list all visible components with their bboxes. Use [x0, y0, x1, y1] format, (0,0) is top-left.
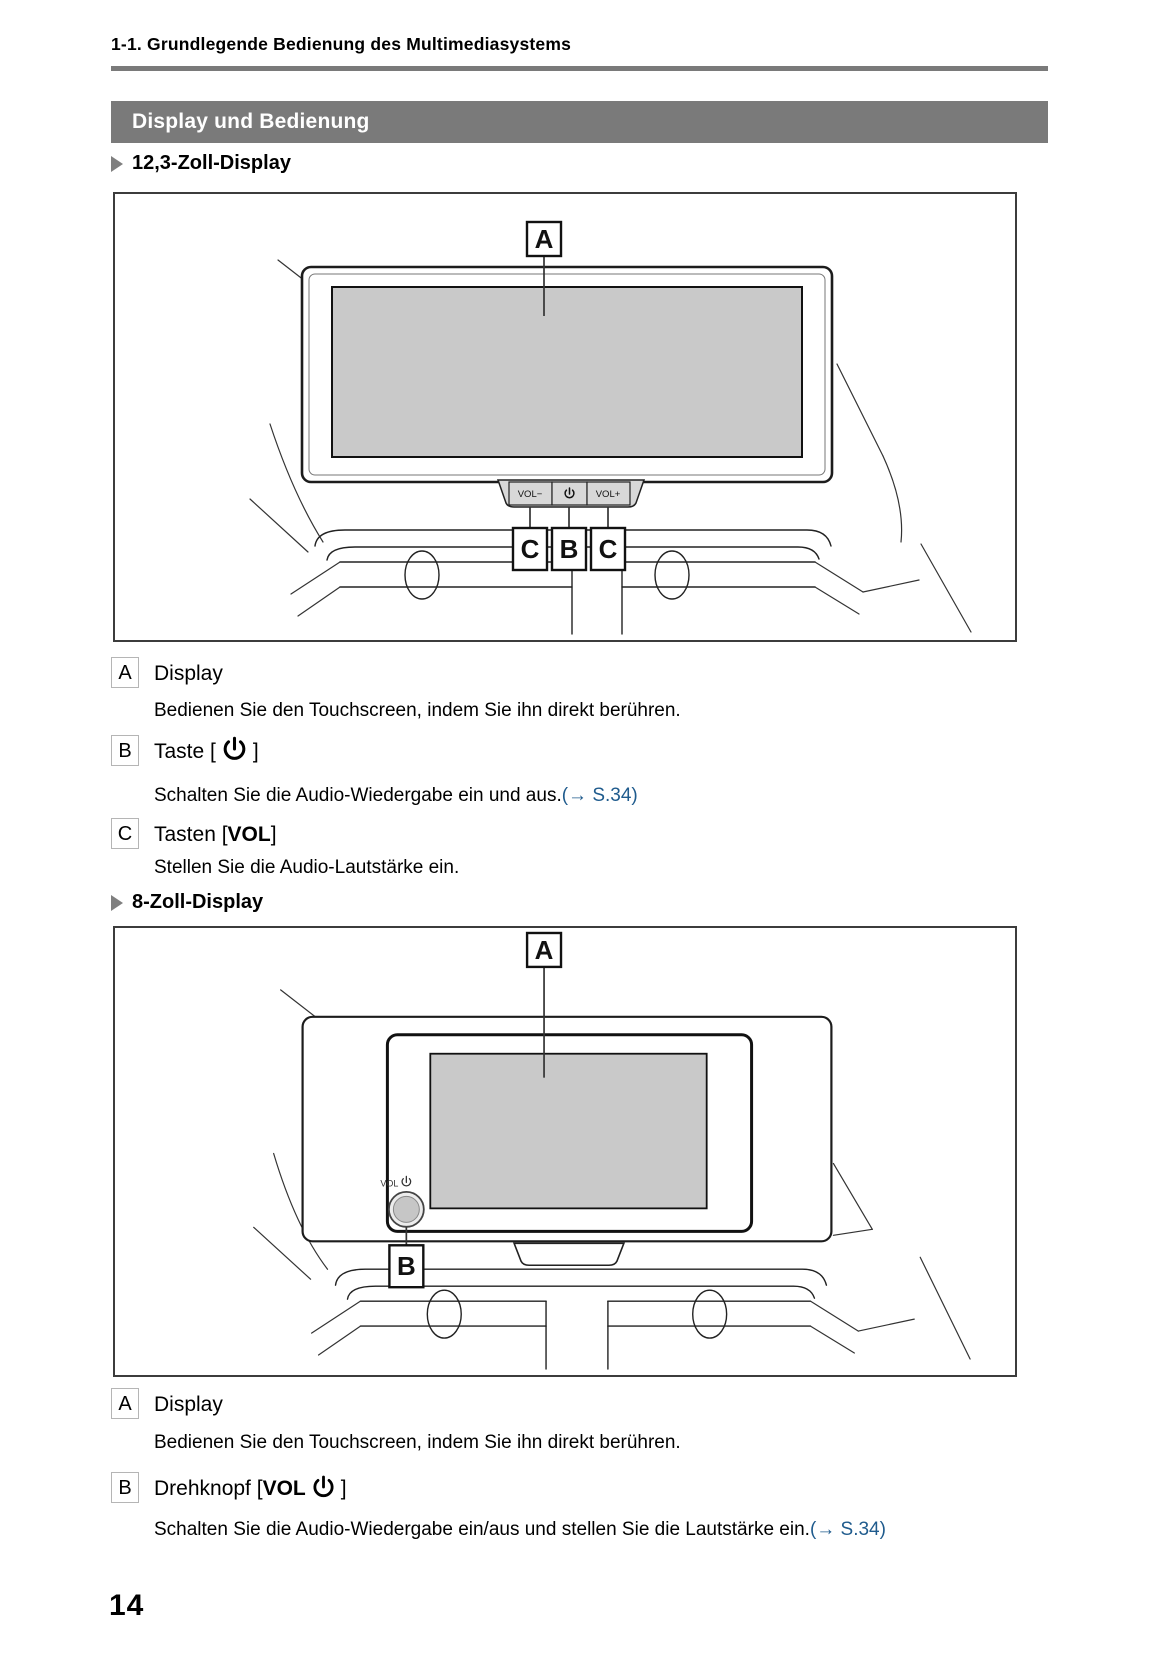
figure-8-inch-display: VOL A B: [113, 926, 1017, 1377]
heading-8-zoll-display: 8-Zoll-Display: [111, 891, 263, 914]
page-reference-link[interactable]: (→ S.34): [809, 1519, 886, 1540]
power-icon: [564, 487, 575, 499]
callout-b-letter: B: [560, 534, 579, 564]
callout-a-letter: A: [535, 224, 554, 254]
key-badge-b: B: [111, 735, 139, 766]
breadcrumb: 1-1. Grundlegende Bedienung des Multimed…: [111, 34, 572, 54]
triangle-bullet-icon: [111, 894, 123, 911]
display-bezel-inner-line: [308, 273, 826, 476]
callout-c-left-letter: C: [521, 534, 540, 564]
dashboard-diagram-12-3: VOL− VOL+ A C B C: [249, 220, 972, 635]
dashboard-vent-oval-right: [692, 1289, 728, 1339]
item-desc-display: Bedienen Sie den Touchscreen, indem Sie …: [154, 700, 681, 721]
figure-12-3-inch-display: VOL− VOL+ A C B C: [113, 192, 1017, 642]
section-banner: Display und Bedienung: [111, 101, 1048, 143]
heading-12-3-zoll-display: 12,3-Zoll-Display: [111, 152, 291, 175]
item-title-power-button: Taste []: [154, 735, 259, 768]
item-desc-volume-buttons: Stellen Sie die Audio-Lautstärke ein.: [154, 857, 460, 878]
page-reference-link[interactable]: (→ S.34): [561, 785, 638, 806]
knob-vol-label: VOL: [380, 1178, 398, 1188]
power-icon: [401, 1175, 412, 1187]
callout-c-left-box: [511, 526, 549, 572]
item-title-rotary-knob: Drehknopf [VOL]: [154, 1475, 347, 1500]
item-title-display: Display: [154, 662, 223, 685]
triangle-bullet-icon: [111, 155, 123, 172]
volume-power-knob-cap[interactable]: [392, 1195, 420, 1223]
legend-item-volume-buttons: C Tasten [VOL]: [111, 818, 277, 851]
legend-item-display: A Display: [111, 1388, 223, 1421]
callout-b-box: [388, 1244, 425, 1289]
power-icon: [313, 1475, 334, 1498]
callout-c-right-box: [589, 526, 627, 572]
callout-a-box: [525, 931, 563, 969]
key-badge-c: C: [111, 818, 139, 849]
callout-c-right-letter: C: [599, 534, 618, 564]
item-desc-power-button: Schalten Sie die Audio-Wiedergabe ein un…: [154, 785, 638, 806]
section-banner-title: Display und Bedienung: [132, 110, 370, 133]
callout-b-box: [550, 526, 588, 572]
touchscreen[interactable]: [429, 1052, 708, 1210]
item-title-display: Display: [154, 1393, 223, 1416]
callout-a-box: [525, 220, 563, 258]
dashboard-vent-oval-left: [404, 550, 440, 600]
legend-item-rotary-knob: B Drehknopf [VOL]: [111, 1472, 347, 1505]
touchscreen[interactable]: [331, 286, 803, 458]
dashboard-vent-oval-right: [654, 550, 690, 600]
page-number: 14: [109, 1589, 145, 1622]
item-desc-display: Bedienen Sie den Touchscreen, indem Sie …: [154, 1432, 681, 1453]
dashboard-diagram-8: VOL A B: [253, 931, 971, 1370]
display-pedestal: [512, 1242, 626, 1267]
volume-up-button[interactable]: [586, 481, 631, 506]
dashboard-vent-oval-left: [426, 1289, 462, 1339]
key-badge-b: B: [111, 1472, 139, 1503]
legend-item-power-button: B Taste []: [111, 735, 259, 768]
item-desc-rotary-knob: Schalten Sie die Audio-Wiedergabe ein/au…: [154, 1519, 886, 1540]
key-badge-a: A: [111, 1388, 139, 1419]
key-badge-a: A: [111, 657, 139, 688]
volume-down-label: VOL−: [518, 489, 543, 500]
volume-up-label: VOL+: [596, 489, 621, 500]
callout-a-letter: A: [535, 937, 554, 965]
power-icon: [223, 736, 246, 760]
item-title-volume-buttons: Tasten [VOL]: [154, 823, 277, 846]
header-rule: [111, 66, 1048, 71]
callout-b-letter: B: [397, 1253, 416, 1281]
legend-item-display: A Display: [111, 657, 223, 690]
